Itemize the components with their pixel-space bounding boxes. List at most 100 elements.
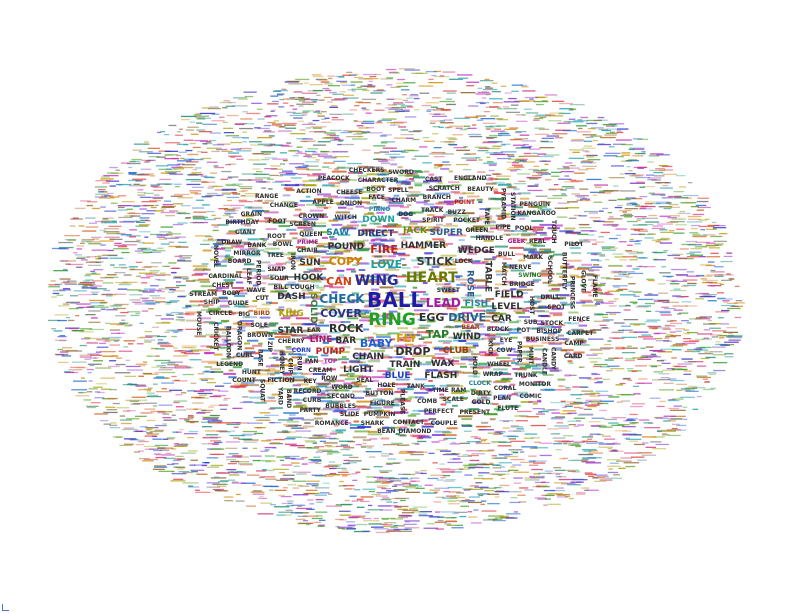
micro-word-mark xyxy=(256,470,266,472)
micro-word-mark xyxy=(283,424,298,426)
micro-word-mark xyxy=(496,312,507,315)
micro-word-mark xyxy=(166,463,175,466)
micro-word-mark xyxy=(569,274,579,277)
micro-word-mark xyxy=(232,136,244,139)
micro-word-mark xyxy=(520,238,528,241)
micro-word-mark xyxy=(433,206,444,209)
micro-word-mark xyxy=(386,84,393,86)
micro-word-mark xyxy=(662,301,670,304)
micro-word-mark xyxy=(535,96,546,99)
micro-word-mark xyxy=(408,396,418,399)
micro-word-mark xyxy=(505,404,521,407)
micro-word-mark xyxy=(376,485,389,487)
micro-word-mark xyxy=(327,244,335,247)
micro-word-mark xyxy=(470,315,479,317)
micro-word-mark xyxy=(105,180,120,182)
micro-word-mark xyxy=(498,255,507,258)
micro-word-mark xyxy=(277,278,286,281)
micro-word-mark xyxy=(322,450,339,452)
micro-word-mark xyxy=(221,246,233,249)
micro-word-mark xyxy=(164,301,178,303)
micro-word-mark xyxy=(285,261,292,264)
micro-word-mark xyxy=(305,489,318,491)
micro-word-mark xyxy=(392,485,398,487)
micro-word-mark xyxy=(155,456,167,459)
micro-word-mark xyxy=(461,500,475,502)
micro-word-mark xyxy=(135,443,144,446)
micro-word-mark xyxy=(149,295,161,297)
micro-word-mark xyxy=(477,87,483,89)
micro-word-mark xyxy=(681,301,692,303)
micro-word-mark xyxy=(375,237,382,240)
micro-word-mark xyxy=(533,460,547,462)
micro-word-mark xyxy=(468,359,478,362)
micro-word-mark xyxy=(292,237,298,240)
micro-word-mark xyxy=(90,270,96,272)
micro-word-mark xyxy=(499,223,505,226)
micro-word-mark xyxy=(67,319,75,322)
micro-word-mark xyxy=(75,315,80,317)
micro-word-mark xyxy=(468,496,480,498)
micro-word-mark xyxy=(383,525,397,528)
micro-word-mark xyxy=(102,293,113,295)
micro-word-mark xyxy=(323,162,335,164)
micro-word-mark xyxy=(250,144,264,146)
micro-word-mark xyxy=(296,103,311,105)
micro-word-mark xyxy=(174,379,180,381)
micro-word-mark xyxy=(322,87,330,90)
micro-word-mark xyxy=(486,137,494,139)
micro-word-mark xyxy=(221,150,233,152)
micro-word-mark xyxy=(470,338,485,341)
micro-word-mark xyxy=(227,209,239,212)
micro-word-mark xyxy=(343,130,349,132)
micro-word-mark xyxy=(572,151,580,153)
micro-word-mark xyxy=(538,155,554,158)
micro-word-mark xyxy=(375,480,388,482)
micro-word-mark xyxy=(601,327,608,329)
micro-word-mark xyxy=(479,319,491,322)
micro-word-mark xyxy=(528,257,542,260)
micro-word-mark xyxy=(489,352,498,355)
micro-word-mark xyxy=(202,409,213,411)
micro-word-mark xyxy=(695,318,711,320)
micro-word-mark xyxy=(286,111,296,113)
micro-word-mark xyxy=(695,204,707,207)
micro-word-mark xyxy=(552,437,566,439)
micro-word-mark xyxy=(132,160,141,163)
micro-word-mark xyxy=(297,522,310,525)
micro-word-mark xyxy=(604,134,617,136)
micro-word-mark xyxy=(471,226,487,229)
micro-word-mark xyxy=(486,312,500,315)
micro-word-mark xyxy=(422,162,432,164)
micro-word-mark xyxy=(373,222,382,225)
micro-word-mark xyxy=(622,256,638,258)
micro-word-mark xyxy=(336,80,347,82)
micro-word-mark xyxy=(438,370,450,373)
micro-word-mark xyxy=(94,186,108,188)
micro-word-mark xyxy=(136,180,141,182)
micro-word-mark xyxy=(188,158,204,161)
micro-word-mark xyxy=(637,459,648,461)
micro-word-mark xyxy=(369,437,378,440)
micro-word-mark xyxy=(354,430,370,433)
micro-word-mark xyxy=(492,256,497,259)
micro-word-mark xyxy=(161,265,171,267)
micro-word-mark xyxy=(206,310,216,313)
micro-word-mark xyxy=(420,247,426,250)
micro-word-mark xyxy=(182,471,193,474)
micro-word-mark xyxy=(138,439,145,441)
micro-word-mark xyxy=(568,217,577,219)
micro-word-mark xyxy=(315,451,324,453)
micro-word-mark xyxy=(400,134,414,136)
micro-word-mark xyxy=(148,387,153,389)
micro-word-mark xyxy=(594,303,601,305)
micro-word-mark xyxy=(586,122,598,125)
micro-word-mark xyxy=(52,292,60,295)
micro-word-mark xyxy=(278,106,285,108)
micro-word-mark xyxy=(578,453,594,456)
micro-word-mark xyxy=(567,387,572,389)
micro-word-mark xyxy=(573,339,586,342)
micro-word-mark xyxy=(414,246,420,249)
micro-word-mark xyxy=(117,288,128,290)
micro-word-mark xyxy=(580,160,594,163)
